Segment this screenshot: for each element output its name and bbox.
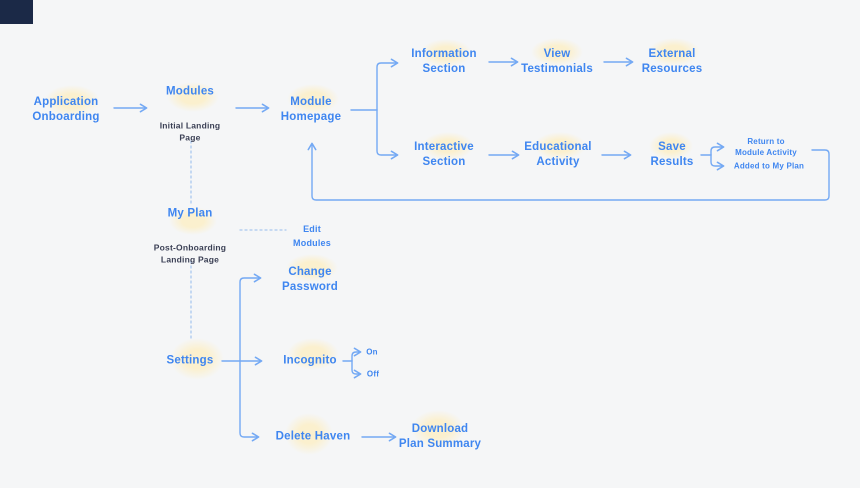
node-view-testimonials: View Testimonials: [521, 48, 593, 75]
node-information-section: Information Section: [411, 48, 477, 75]
corner-dark-bar: [0, 0, 33, 24]
node-edit-modules: Edit Modules: [293, 224, 331, 248]
node-download-plan-summary: Download Plan Summary: [398, 423, 482, 450]
node-modules-label: Modules: [165, 85, 215, 98]
node-external-resources: External Resources: [641, 48, 703, 75]
node-added-to-my-plan: Added to My Plan: [733, 161, 805, 171]
node-application-onboarding: Application Onboarding: [32, 96, 100, 123]
node-modules: Modules Initial Landing Page: [160, 67, 221, 162]
node-educational-activity: Educational Activity: [524, 141, 592, 168]
node-modules-sublabel: Initial Landing Page: [159, 120, 221, 143]
arrow-to-information-section: [376, 58, 399, 111]
node-save-results: Save Results: [650, 141, 694, 168]
node-return-to-module-activity: Return to Module Activity: [735, 137, 797, 157]
node-change-password: Change Password: [282, 266, 338, 293]
node-incognito-on: On: [366, 347, 378, 357]
node-interactive-section: Interactive Section: [414, 141, 474, 168]
arrow-to-on: [351, 347, 362, 362]
arrow-to-added-plan: [710, 154, 725, 171]
node-my-plan: My Plan Post-Onboarding Landing Page: [154, 189, 226, 284]
node-settings: Settings: [166, 354, 214, 367]
arrow-to-interactive-section: [376, 109, 399, 160]
arrow-to-change-password: [239, 273, 262, 362]
node-my-plan-label: My Plan: [167, 207, 213, 220]
arrow-to-return-activity: [710, 142, 725, 156]
arrow-to-off: [351, 360, 362, 379]
node-incognito: Incognito: [283, 354, 337, 367]
node-module-homepage: Module Homepage: [280, 96, 342, 123]
node-my-plan-sublabel: Post-Onboarding Landing Page: [153, 242, 227, 265]
return-loop-line: [307, 142, 830, 201]
node-incognito-off: Off: [366, 369, 380, 379]
node-delete-haven: Delete Haven: [275, 430, 351, 443]
arrow-to-delete-haven: [239, 360, 260, 442]
